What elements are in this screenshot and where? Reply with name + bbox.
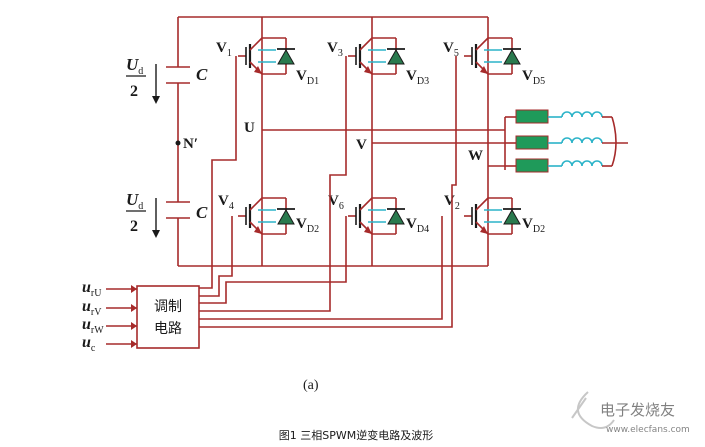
gate-drive-lines bbox=[199, 56, 457, 328]
input-urW: urW bbox=[82, 316, 104, 336]
load-inductors bbox=[548, 111, 603, 167]
input-urU: urU bbox=[82, 279, 102, 299]
switch-cell-v2 bbox=[464, 197, 521, 235]
load-resistors bbox=[515, 109, 549, 173]
modulation-inputs bbox=[106, 285, 137, 348]
dc-bus-wiring bbox=[177, 16, 489, 267]
modulation-label-line1: 调制 bbox=[154, 299, 182, 315]
svg-text:www.elecfans.com: www.elecfans.com bbox=[606, 425, 690, 435]
svg-text:Ud: Ud bbox=[126, 190, 143, 212]
diode-label-vd4b: VD2 bbox=[296, 216, 319, 235]
watermark: 电子发烧友 www.elecfans.com bbox=[571, 391, 690, 435]
neutral-label: N′ bbox=[183, 136, 198, 152]
capacitor-bottom-label: C bbox=[196, 203, 208, 222]
diode-label-vd5: VD5 bbox=[522, 68, 545, 87]
svg-text:Ud: Ud bbox=[126, 55, 143, 77]
input-uc: uc bbox=[82, 334, 96, 354]
transistor-label-v3: V3 bbox=[327, 40, 343, 59]
load-star-point bbox=[602, 116, 628, 167]
transistor-label-v4: V4 bbox=[218, 193, 234, 212]
modulation-circuit: 调制 电路 bbox=[136, 285, 200, 349]
transistor-label-v2: V2 bbox=[444, 193, 460, 212]
ud-half-top-annotation: Ud 2 C bbox=[126, 55, 208, 104]
capacitor-top-label: C bbox=[196, 65, 208, 84]
capacitor-bottom bbox=[166, 201, 190, 219]
svg-text:2: 2 bbox=[130, 83, 138, 100]
subfigure-label: (a) bbox=[303, 378, 319, 393]
ud-half-bottom-annotation: Ud 2 C bbox=[126, 190, 208, 238]
switch-cell-v5 bbox=[464, 37, 521, 75]
phase-w-label: W bbox=[468, 148, 483, 164]
phase-u-label: U bbox=[244, 120, 255, 136]
phase-outputs bbox=[262, 116, 516, 170]
svg-text:2: 2 bbox=[130, 218, 138, 235]
svg-text:电子发烧友: 电子发烧友 bbox=[600, 401, 675, 419]
input-urV: urV bbox=[82, 298, 102, 318]
switch-cell-v1 bbox=[238, 37, 295, 75]
phase-v-label: V bbox=[356, 137, 367, 153]
transistor-label-v1: V1 bbox=[216, 40, 232, 59]
diode-label-vd2: VD2 bbox=[522, 216, 545, 235]
transistor-label-v6: V6 bbox=[328, 193, 344, 212]
diode-label-vd1: VD1 bbox=[296, 68, 319, 87]
neutral-node bbox=[175, 140, 181, 146]
switch-cell-v4 bbox=[238, 197, 295, 235]
switch-cell-v6 bbox=[348, 197, 405, 235]
capacitor-top bbox=[166, 66, 190, 84]
modulation-label-line2: 电路 bbox=[154, 321, 182, 337]
elecfans-logo-icon bbox=[571, 391, 615, 429]
diode-label-vd3: VD3 bbox=[406, 68, 429, 87]
diode-label-vd6: VD4 bbox=[406, 216, 429, 235]
switch-cell-v3 bbox=[348, 37, 405, 75]
transistor-label-v5: V5 bbox=[443, 40, 459, 59]
figure-caption: 图1 三相SPWM逆变电路及波形 bbox=[279, 428, 433, 442]
